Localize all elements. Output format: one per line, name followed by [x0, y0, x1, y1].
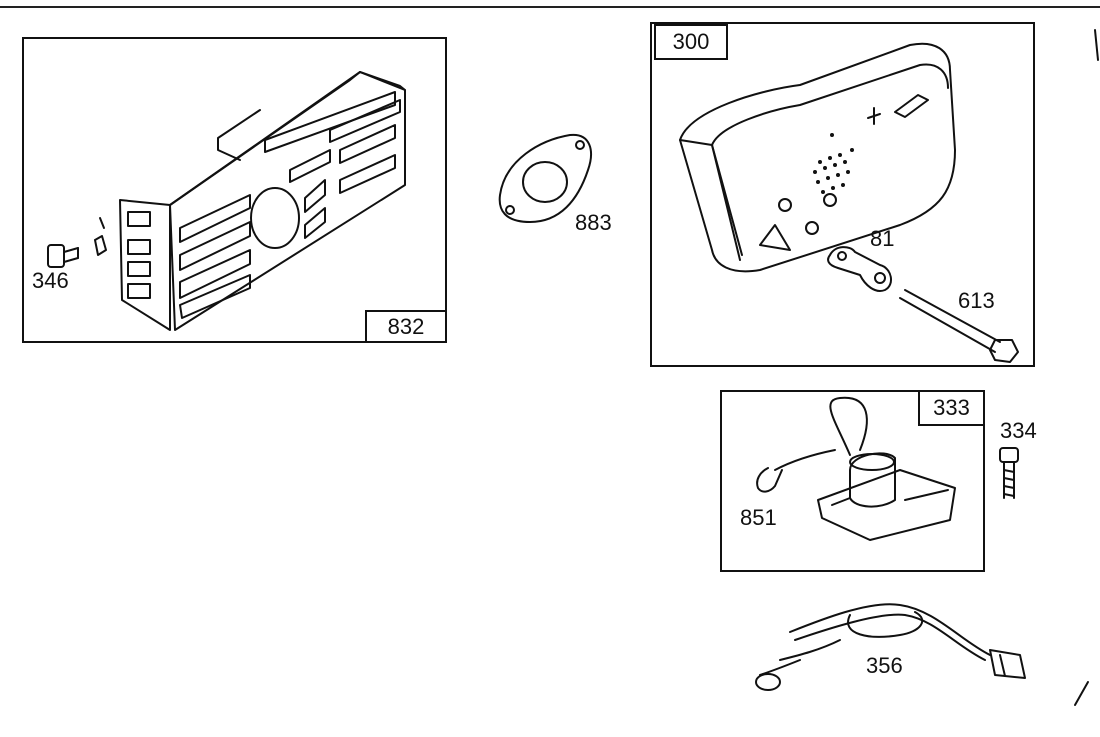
guard-end-slot-3 [127, 261, 151, 277]
guard-slot-a [179, 194, 251, 243]
lock-plate-81-drawing [827, 246, 892, 292]
muffler-guard-part-number: 832 [365, 310, 447, 343]
guard-end-slot-1 [127, 211, 151, 227]
scan-mark-1 [1074, 681, 1089, 706]
guard-slot-f [304, 207, 326, 239]
ignition-armature-part-number: 333 [918, 390, 985, 426]
muffler-warning-symbol [759, 224, 791, 251]
muffler-vent-dots [813, 133, 854, 194]
guard-slot-i [339, 154, 396, 194]
muffler-300-drawing [679, 42, 956, 273]
ground-wire-356-label: 356 [866, 653, 903, 678]
muffler-assembly-box [650, 22, 1035, 367]
ignition-armature-333-drawing [756, 396, 956, 541]
guard-end-slot-2 [127, 239, 151, 255]
guard-slot-h [339, 124, 396, 164]
screw-346-label: 346 [32, 268, 69, 293]
screw-346-drawing [47, 217, 107, 268]
guard-end-slot-4 [127, 283, 151, 299]
lock-plate-81-label: 81 [870, 226, 895, 251]
armature-lamination [817, 469, 956, 541]
screw-334-drawing [999, 447, 1019, 499]
bolt-613-label: 613 [958, 288, 995, 313]
guard-top-slot-1 [264, 91, 396, 153]
guard-round-opening [250, 187, 300, 249]
muffler-arrow-emblem [894, 94, 929, 118]
guard-slot-b [179, 221, 251, 271]
muffler-guard-drawing [119, 71, 406, 331]
guard-slot-g [289, 149, 331, 183]
guard-slot-c [179, 249, 251, 299]
screw-334-label: 334 [1000, 418, 1037, 443]
guard-top-slot-2 [329, 99, 401, 143]
spark-plug-wire-851-label: 851 [740, 505, 777, 530]
guard-front-face [169, 71, 406, 331]
bolt-613-drawing [899, 289, 1019, 363]
guard-slot-d [179, 274, 251, 319]
guard-mount-tab [217, 109, 261, 161]
gasket-883-label: 883 [575, 210, 612, 235]
guard-end-plate [119, 199, 171, 331]
armature-coil [849, 452, 896, 508]
scan-mark-2 [1094, 29, 1099, 61]
guard-slot-e [304, 179, 326, 213]
muffler-part-number: 300 [654, 24, 728, 60]
scan-edge-line [0, 6, 1100, 8]
ground-wire-356-drawing [755, 603, 1026, 691]
gasket-883-drawing [498, 133, 592, 223]
